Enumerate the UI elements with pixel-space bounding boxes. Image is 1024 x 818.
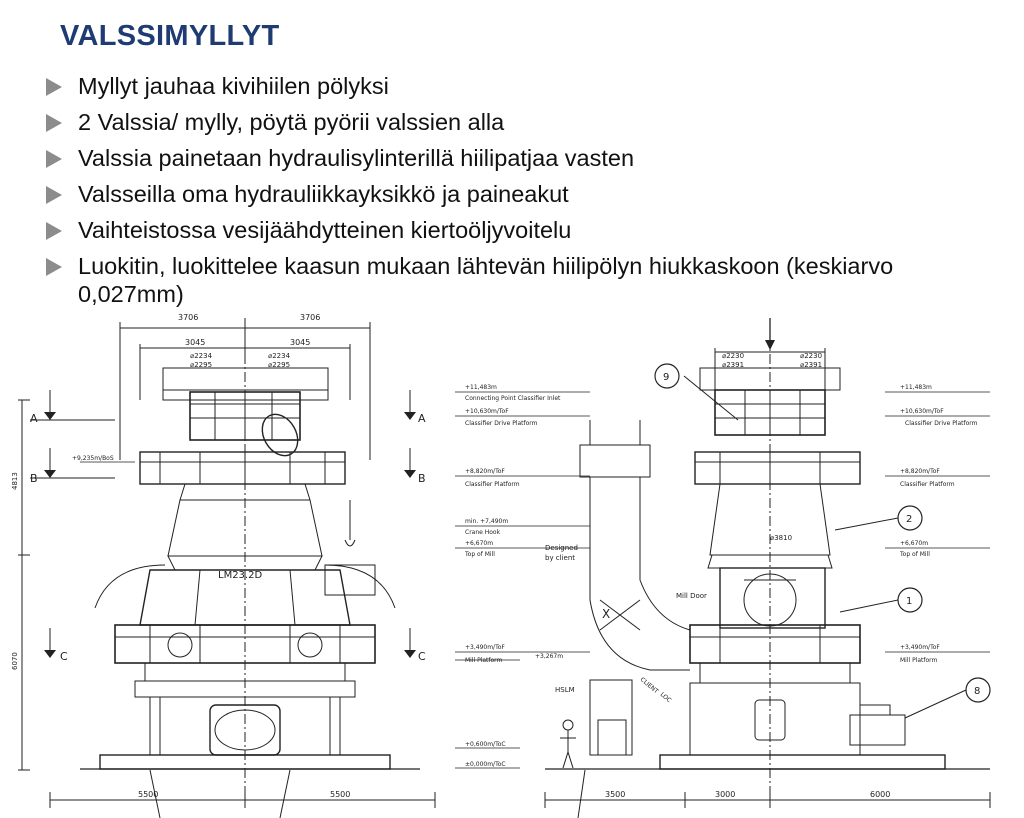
callout-8: 8 <box>974 686 980 697</box>
level-value: +0,600m/ToC <box>465 741 506 748</box>
dim-bottom-right: 5500 <box>330 790 350 799</box>
duct-label-loc: LOC <box>659 691 673 704</box>
callout-1: 1 <box>906 596 912 607</box>
bullet-item: 2 Valssia/ mylly, pöytä pyörii valssien … <box>44 108 1004 136</box>
level-label: Classifier Drive Platform <box>465 420 538 427</box>
section-b-right: B <box>418 472 426 485</box>
triangle-right-icon <box>46 114 62 132</box>
designed-by-line1: Designed <box>545 544 578 552</box>
level-value: min. +7,490m <box>465 518 508 525</box>
section-b-left: B <box>30 472 38 485</box>
bullet-text: Valsseilla oma hydrauliikkayksikkö ja pa… <box>78 181 569 207</box>
level-value-right: +8,820m/ToF <box>900 468 940 475</box>
bullet-item: Vaihteistossa vesijäähdytteinen kiertoöl… <box>44 216 1004 244</box>
duct-label-client: CLIENT <box>639 676 660 695</box>
section-a-right: A <box>418 412 426 425</box>
bullet-text: Valssia painetaan hydraulisylinterillä h… <box>78 145 635 171</box>
level-value: +3,267m <box>535 653 563 660</box>
bullet-text: 2 Valssia/ mylly, pöytä pyörii valssien … <box>78 109 505 135</box>
level-label-right: Classifier Platform <box>900 481 955 488</box>
dim-right-c: ⌀2230 <box>800 352 822 360</box>
level-label: Connecting Point Classifier Inlet <box>465 395 561 402</box>
designed-by-line2: by client <box>545 554 575 562</box>
section-a-left: A <box>30 412 38 425</box>
dim-a-left: ⌀2234 <box>190 352 213 360</box>
level-value-right: +10,630m/ToF <box>900 408 944 415</box>
level-label: Crane Hook <box>465 529 501 536</box>
dim-inner-right: 3045 <box>290 338 310 347</box>
level-value: +3,490m/ToF <box>465 644 505 651</box>
callout-9: 9 <box>663 372 669 383</box>
bullet-item: Luokitin, luokittelee kaasun mukaan läht… <box>44 252 1004 308</box>
level-label: Top of Mill <box>464 551 495 558</box>
level-value: +11,483m <box>465 384 497 391</box>
level-value: +8,820m/ToF <box>465 468 505 475</box>
dim-top-right: 3706 <box>300 313 320 322</box>
mill-technical-drawing: 3706 3706 3045 3045 ⌀2234 ⌀2295 ⌀2234 ⌀2… <box>11 313 991 818</box>
bullet-text: Vaihteistossa vesijäähdytteinen kiertoöl… <box>78 217 572 243</box>
height-upper: 4813 <box>11 472 19 490</box>
mill-diameter: ⌀3810 <box>770 534 792 542</box>
slide-title: VALSSIMYLLYT <box>60 20 280 52</box>
triangle-right-icon <box>46 258 62 276</box>
bullet-text: Luokitin, luokittelee kaasun mukaan läht… <box>78 253 894 279</box>
bullet-item: Valssia painetaan hydraulisylinterillä h… <box>44 144 1004 172</box>
level-value: +10,630m/ToF <box>465 408 509 415</box>
mill-model-label: LM23.2D <box>218 570 262 581</box>
triangle-right-icon <box>46 78 62 96</box>
level-label-right: Classifier Drive Platform <box>905 420 978 427</box>
dim-inner-left: 3045 <box>185 338 205 347</box>
level-value-right: +6,670m <box>900 540 928 547</box>
level-value: +6,670m <box>465 540 493 547</box>
level-label: Mill Platform <box>465 657 503 664</box>
dim-bottom-left: 5500 <box>138 790 158 799</box>
hslm-label: HSLM <box>555 686 575 694</box>
dim-top-left: 3706 <box>178 313 198 322</box>
bullet-item: Valsseilla oma hydrauliikkayksikkö ja pa… <box>44 180 1004 208</box>
triangle-right-icon <box>46 222 62 240</box>
section-x-label: X <box>602 607 610 621</box>
dim-bottom-3: 6000 <box>870 790 890 799</box>
height-lower: 6070 <box>11 652 19 670</box>
dim-right-d: ⌀2391 <box>800 361 822 369</box>
dim-b-left: ⌀2295 <box>190 361 212 369</box>
level-label-right: Mill Platform <box>900 657 938 664</box>
section-c-left: C <box>60 650 68 663</box>
dim-right-a: ⌀2230 <box>722 352 744 360</box>
dim-right-b: ⌀2391 <box>722 361 744 369</box>
level-bos: +9,235m/BoS <box>72 455 114 462</box>
bullet-text: Myllyt jauhaa kivihiilen pölyksi <box>78 73 389 99</box>
level-label: Classifier Platform <box>465 481 520 488</box>
dim-bottom-1: 3500 <box>605 790 625 799</box>
level-value-right: +11,483m <box>900 384 932 391</box>
level-label-right: Top of Mill <box>899 551 930 558</box>
bullet-text-continued: 0,027mm) <box>78 281 184 307</box>
triangle-right-icon <box>46 186 62 204</box>
dim-a-right: ⌀2234 <box>268 352 291 360</box>
callout-2: 2 <box>906 514 912 525</box>
section-c-right: C <box>418 650 426 663</box>
bullet-item: Myllyt jauhaa kivihiilen pölyksi <box>44 72 1004 100</box>
bullet-list: Myllyt jauhaa kivihiilen pölyksi 2 Valss… <box>44 72 1004 316</box>
level-value-right: +3,490m/ToF <box>900 644 940 651</box>
triangle-right-icon <box>46 150 62 168</box>
dim-bottom-2: 3000 <box>715 790 735 799</box>
level-value: ±0,000m/ToC <box>465 761 506 768</box>
mill-door-label: Mill Door <box>676 592 707 600</box>
dim-b-right: ⌀2295 <box>268 361 290 369</box>
